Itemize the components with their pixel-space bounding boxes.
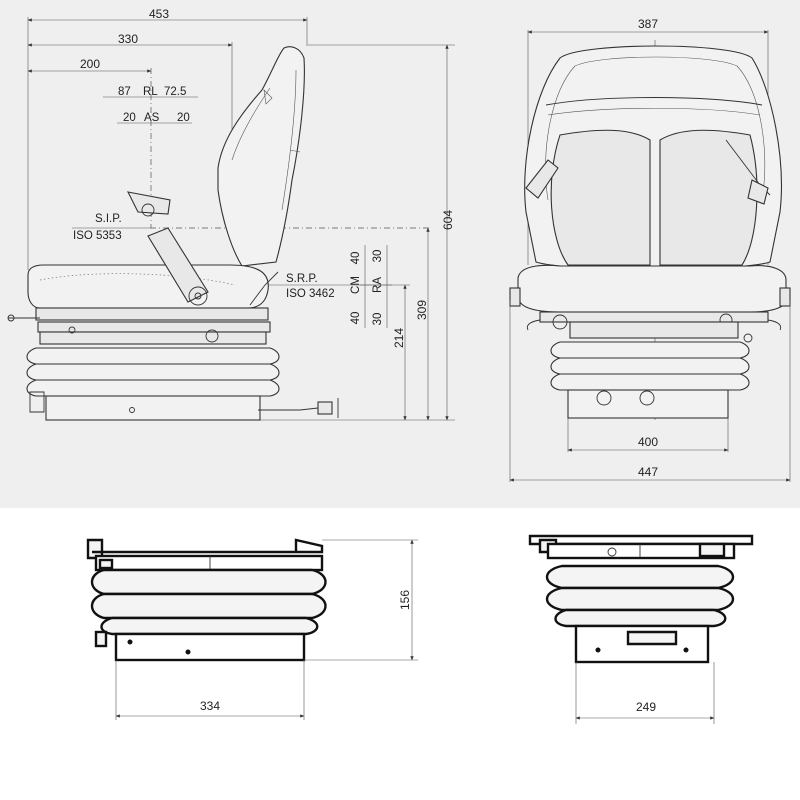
label-iso-3462: ISO 3462 [286,288,335,300]
dim-40-bottom: 40 [350,312,362,325]
dim-30-top: 30 [372,250,384,263]
dim-447: 447 [638,465,658,479]
dim-87: 87 [118,86,131,98]
dim-334: 334 [200,699,220,713]
label-as: AS [144,112,160,124]
dim-20-left: 20 [123,112,136,124]
dim-309: 309 [415,300,429,320]
label-iso-5353: ISO 5353 [73,230,122,242]
dim-249: 249 [636,700,656,714]
label-cm: CM [350,276,362,294]
dim-40-top: 40 [350,252,362,265]
dim-453: 453 [149,7,169,21]
label-srp: S.R.P. [286,273,318,285]
dim-214: 214 [392,328,406,348]
label-ra: RA [372,277,384,293]
dim-330: 330 [118,32,138,46]
suspension-side-view [86,538,418,720]
dim-200: 200 [80,57,100,71]
side-view [7,17,455,421]
dim-72-5: 72.5 [164,86,186,98]
dim-20-right: 20 [177,112,190,124]
dim-30-bottom: 30 [372,313,384,326]
label-rl: RL [143,86,158,98]
dim-156: 156 [398,590,412,610]
dim-387: 387 [638,17,658,31]
label-sip: S.I.P. [95,213,122,225]
suspension-front-view [528,534,754,724]
dim-604: 604 [441,210,455,230]
front-view [509,30,791,482]
dim-400: 400 [638,435,658,449]
